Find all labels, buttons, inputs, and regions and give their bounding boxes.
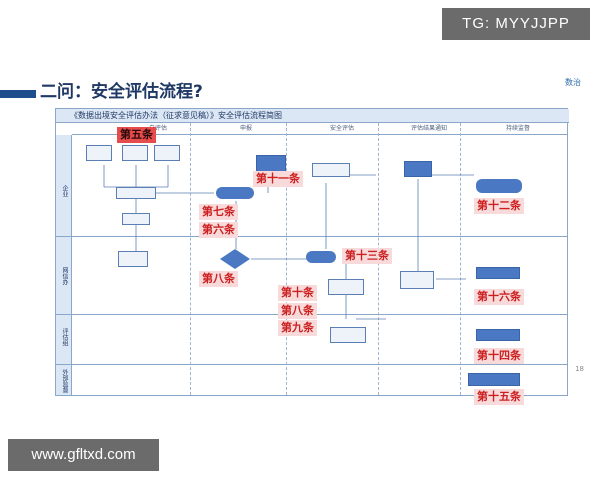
- page-number: 18: [575, 365, 584, 373]
- article-label-13: 第十三条: [342, 248, 392, 264]
- lane-label-assessment-group: 评估组: [61, 328, 68, 346]
- column-divider: [460, 123, 461, 395]
- node-re-assessment: [476, 179, 522, 193]
- article-label-10: 第十条: [278, 285, 317, 301]
- lane-label-cac: 网信办: [61, 267, 68, 285]
- flow-diagram: 《数据出境安全评估办法（征求意见稿）》安全评估流程简图 自评估 申报 安全评估 …: [55, 108, 569, 396]
- node-document: [122, 145, 148, 161]
- article-label-6: 第六条: [199, 222, 238, 238]
- article-label-11: 第十一条: [253, 171, 303, 187]
- article-label-5: 第五条: [117, 127, 156, 143]
- node-apply: [216, 187, 254, 199]
- diagram-title: 《数据出境安全评估办法（征求意见稿）》安全评估流程简图: [56, 109, 569, 123]
- node-cac-supervision: [476, 267, 520, 279]
- column-header-security-assessment: 安全评估: [294, 123, 390, 135]
- node-cac-assessment: [306, 251, 336, 263]
- brand-logo: 数治: [565, 78, 581, 87]
- node-mail: [86, 145, 112, 161]
- article-label-7: 第七条: [199, 204, 238, 220]
- node-result-notice: [404, 161, 432, 177]
- node-group-supervision: [476, 329, 520, 341]
- article-label-14: 第十四条: [474, 348, 524, 364]
- slide-title-bar: 二问：安全评估流程?: [0, 80, 600, 106]
- lane-divider: [56, 236, 567, 237]
- slide-title: 二问：安全评估流程?: [40, 82, 203, 102]
- node-report: [122, 213, 150, 225]
- watermark-tg: TG: MYYJJPP: [442, 8, 590, 40]
- node-assessment-organize: [312, 163, 350, 177]
- article-label-15: 第十五条: [474, 389, 524, 405]
- article-label-9: 第九条: [278, 320, 317, 336]
- node-external-report: [118, 251, 148, 267]
- column-header-blank: [72, 123, 118, 135]
- node-expert-assessment: [330, 327, 366, 343]
- column-divider: [190, 123, 191, 395]
- watermark-url: www.gfltxd.com: [8, 439, 159, 471]
- lane-column: [56, 135, 72, 395]
- article-label-12: 第十二条: [474, 198, 524, 214]
- node-self-assessment: [116, 187, 156, 199]
- node-wechat: [154, 145, 180, 161]
- column-header-result-notice: 评估结果通知: [390, 123, 468, 135]
- lane-label-external-supervision: 外部监督: [61, 369, 68, 393]
- article-label-8a: 第八条: [199, 271, 238, 287]
- lane-label-enterprise: 企业: [61, 185, 68, 197]
- node-decision: [220, 249, 250, 269]
- title-stripe: [0, 90, 36, 98]
- column-header-self-assessment: 自评估: [118, 123, 198, 135]
- node-report-complaint: [468, 373, 520, 386]
- node-organize-assessment: [328, 279, 364, 295]
- article-label-8b: 第八条: [278, 303, 317, 319]
- column-header-ongoing-supervision: 持续监督: [468, 123, 568, 135]
- article-label-16: 第十六条: [474, 289, 524, 305]
- lane-divider: [56, 364, 567, 365]
- node-result-decision: [400, 271, 434, 289]
- column-header-application: 申报: [198, 123, 294, 135]
